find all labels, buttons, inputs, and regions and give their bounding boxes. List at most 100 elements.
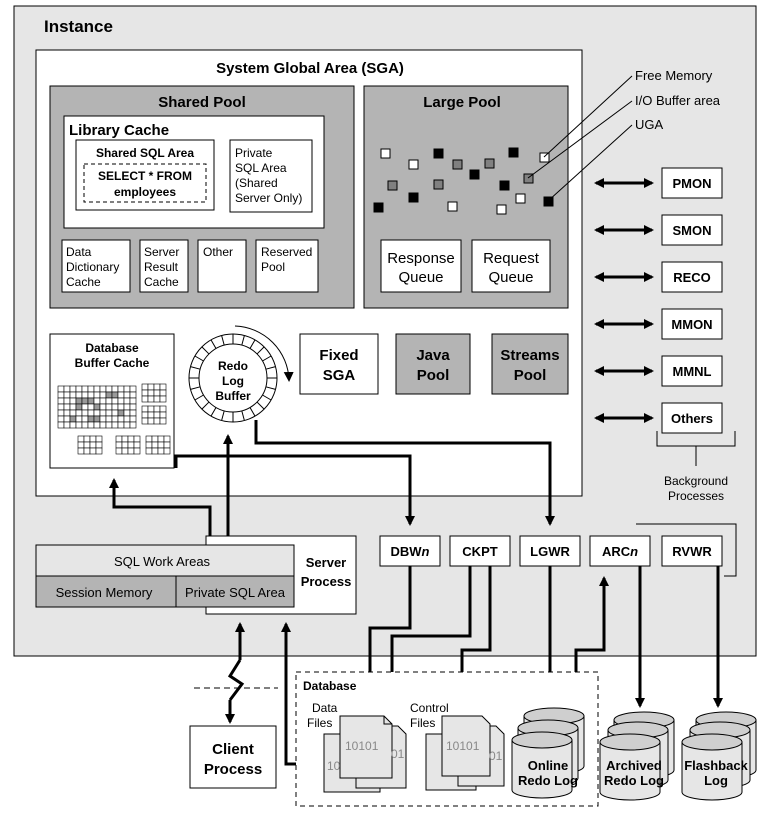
- buffer-cell: [89, 435, 97, 443]
- buffer-cell: [69, 409, 77, 417]
- buffer-cell: [159, 389, 167, 397]
- buffer-cell: [129, 421, 137, 429]
- buffer-cell: [57, 421, 65, 429]
- buffer-cell: [81, 403, 89, 411]
- buffer-cell: [159, 411, 167, 419]
- legend-line-uga: [547, 124, 633, 202]
- bg-process-smon: [661, 214, 723, 246]
- buffer-cell: [89, 441, 97, 449]
- disk-cylinder-top: [511, 731, 573, 749]
- buffer-cell: [117, 385, 125, 393]
- server-process-line2: Process: [301, 574, 352, 589]
- legend-line-free: [543, 75, 633, 158]
- buffer-cell: [133, 447, 141, 455]
- fixed-sga-line2: SGA: [323, 367, 356, 384]
- reserved-pool: [255, 239, 319, 293]
- buffer-cell: [147, 411, 155, 419]
- server-process-line1: Server: [306, 555, 346, 570]
- ddc-line1: Data: [66, 245, 92, 259]
- private-sql-area-pga: [175, 575, 295, 608]
- rvwr-box: [661, 535, 723, 567]
- bg-process-pmon: [661, 167, 723, 199]
- redo-ring-segment: [194, 394, 204, 401]
- private-sql-area-shared-server: [229, 139, 313, 213]
- buffer-cell: [159, 395, 167, 403]
- buffer-cell: [129, 391, 137, 399]
- data-files-line1: Data: [312, 701, 338, 715]
- buffer-cell: [151, 441, 159, 449]
- buffer-cell: [105, 421, 113, 429]
- buffer-cell: [69, 415, 77, 423]
- buffer-cell: [95, 441, 103, 449]
- sql-work-areas-label: SQL Work Areas: [114, 554, 211, 569]
- buffer-cell: [117, 403, 125, 411]
- arcn-label: ARCn: [602, 544, 638, 559]
- redo-ring-segment: [256, 346, 265, 355]
- dbwn-box: [379, 535, 441, 567]
- buffer-cell: [63, 385, 71, 393]
- flashback-log-icon: [681, 711, 757, 801]
- buffer-cell: [123, 391, 131, 399]
- data-files-icon: [323, 715, 407, 793]
- java-pool: [395, 333, 471, 395]
- redo-ring-segment: [241, 410, 245, 421]
- buffer-cell: [129, 403, 137, 411]
- archived-redo-log-icon: [599, 711, 675, 801]
- request-queue: [471, 239, 551, 293]
- buffer-cell: [63, 391, 71, 399]
- redo-ring-segment: [194, 355, 204, 362]
- buffer-cell: [93, 385, 101, 393]
- redo-ring-segment: [190, 366, 201, 370]
- buffer-cell: [93, 391, 101, 399]
- database-title: Database: [303, 679, 357, 693]
- buffer-cell: [159, 383, 167, 391]
- buffer-cell: [141, 417, 149, 425]
- archived-redo-log-line2: Redo Log: [604, 773, 664, 788]
- control-files-line2: Files: [410, 716, 435, 730]
- buffer-cell: [123, 415, 131, 423]
- buffer-cell: [145, 435, 153, 443]
- buffer-cell: [127, 435, 135, 443]
- private-sql-line2: SQL Area: [235, 161, 287, 175]
- client-process-line1: Client: [212, 741, 254, 758]
- redo-ring-segment: [256, 401, 265, 410]
- buffer-cell: [141, 389, 149, 397]
- buffer-cell: [75, 409, 83, 417]
- buffer-cell: [105, 391, 113, 399]
- buffer-cell: [151, 435, 159, 443]
- redo-ring-segment: [201, 401, 210, 410]
- redo-line2: Log: [222, 374, 244, 388]
- buffer-cell: [115, 435, 123, 443]
- buffer-cell: [147, 383, 155, 391]
- src-line2: Result: [144, 260, 179, 274]
- server-result-cache: [139, 239, 189, 293]
- buffer-cell: [111, 421, 119, 429]
- buffer-cell: [111, 391, 119, 399]
- buffer-cell: [157, 447, 165, 455]
- src-line3: Cache: [144, 275, 179, 289]
- response-queue-line2: Queue: [398, 269, 443, 286]
- buffer-cell: [63, 403, 71, 411]
- other-box: [197, 239, 247, 293]
- buffer-cell: [57, 409, 65, 417]
- dbwn-label: DBWn: [391, 544, 430, 559]
- buffer-cell: [105, 385, 113, 393]
- buffer-cell: [105, 415, 113, 423]
- buffer-cell: [129, 415, 137, 423]
- online-redo-log-icon: [511, 707, 585, 799]
- buffer-cell: [75, 421, 83, 429]
- buffer-cell: [129, 409, 137, 417]
- buffer-cell: [153, 389, 161, 397]
- buffer-cell: [81, 391, 89, 399]
- buffer-cell: [123, 385, 131, 393]
- bg-process-label: MMON: [671, 317, 712, 332]
- sga-title: System Global Area (SGA): [216, 60, 404, 77]
- buffer-cell: [163, 447, 171, 455]
- buffer-cell: [123, 403, 131, 411]
- disk-cylinder-top: [599, 733, 661, 751]
- buffer-cell: [117, 391, 125, 399]
- streams-pool-line2: Pool: [514, 367, 547, 384]
- buffer-cell: [75, 403, 83, 411]
- buffer-cell: [117, 421, 125, 429]
- buffer-cell: [95, 435, 103, 443]
